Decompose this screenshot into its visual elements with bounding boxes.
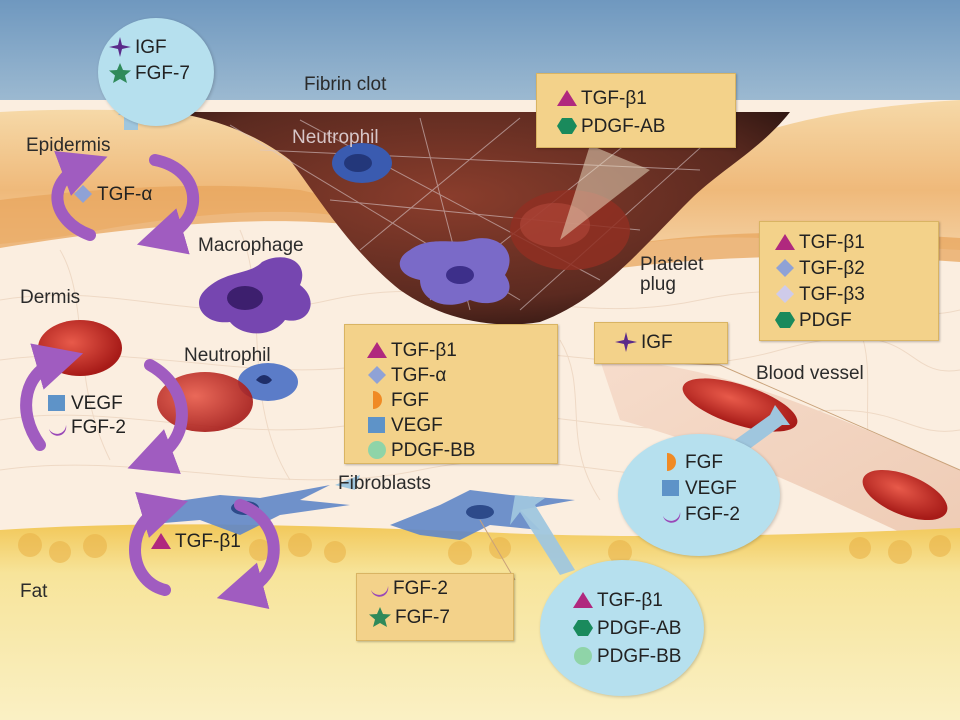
bottom-factor-circle xyxy=(540,560,704,696)
purple-star-icon xyxy=(108,36,132,58)
neutrophil-clot-label: Neutrophil xyxy=(292,127,379,148)
right-box-item: TGF-β3 xyxy=(774,284,865,304)
right-circle-item: VEGF xyxy=(660,478,737,498)
fibroblasts-label: Fibroblasts xyxy=(338,473,431,494)
factor-label: TGF-β1 xyxy=(581,87,647,109)
bottom-circle-item: PDGF-BB xyxy=(572,646,681,666)
factor-label: FGF-7 xyxy=(395,606,450,628)
purple-crescent-icon xyxy=(660,504,682,524)
factor-label: TGF-α xyxy=(97,183,153,205)
factor-label: IGF xyxy=(135,36,167,58)
factor-label: FGF-2 xyxy=(71,416,126,438)
fat-label: Fat xyxy=(20,581,48,602)
purple-crescent-icon xyxy=(368,578,390,598)
clot-factor-box xyxy=(536,73,736,148)
right-circle-item: FGF xyxy=(660,452,723,472)
green-hexagon-icon xyxy=(556,116,578,136)
factor-label: IGF xyxy=(641,331,673,353)
fibrin-clot-label: Fibrin clot xyxy=(304,74,387,95)
green-star-icon xyxy=(368,606,392,628)
bottom-box-item: FGF-2 xyxy=(368,578,448,598)
center-box-item: FGF xyxy=(366,390,429,410)
dermis-label: Dermis xyxy=(20,287,81,308)
magenta-triangle-icon xyxy=(150,531,172,551)
right-box-item: TGF-β2 xyxy=(774,258,865,278)
factor-label: PDGF-BB xyxy=(391,439,476,461)
clot-box-item: TGF-β1 xyxy=(556,88,647,108)
factor-label: TGF-β3 xyxy=(799,283,865,305)
bottom-circle-item: PDGF-AB xyxy=(572,618,681,638)
factor-label: TGF-α xyxy=(391,364,447,386)
magenta-triangle-icon xyxy=(556,88,578,108)
top-left-circle-item: FGF-7 xyxy=(108,62,190,84)
right-box-item: PDGF xyxy=(774,310,852,330)
blue-square-icon xyxy=(660,478,682,498)
factor-label: TGF-β1 xyxy=(175,530,241,552)
factor-label: FGF-2 xyxy=(393,577,448,599)
factor-label: FGF-7 xyxy=(135,62,190,84)
orange-half-circle-icon xyxy=(660,452,682,472)
factor-label: TGF-β1 xyxy=(391,339,457,361)
center-box-item: VEGF xyxy=(366,415,443,435)
platelet-plug-label: Platelet plug xyxy=(640,254,704,295)
factor-label: FGF-2 xyxy=(685,503,740,525)
light-green-circle-icon xyxy=(366,440,388,460)
green-hexagon-icon xyxy=(774,310,796,330)
right-circle-item: FGF-2 xyxy=(660,504,740,524)
bottom-circle-item: TGF-β1 xyxy=(572,590,663,610)
light-green-circle-icon xyxy=(572,646,594,666)
blue-diamond-icon xyxy=(366,365,388,385)
top-left-circle-item: IGF xyxy=(108,36,167,58)
magenta-triangle-icon xyxy=(774,232,796,252)
macrophage-label: Macrophage xyxy=(198,235,304,256)
center-box-item: TGF-α xyxy=(366,365,446,385)
igf-box xyxy=(594,322,728,364)
green-star-icon xyxy=(108,62,132,84)
neutrophil-dermis-label: Neutrophil xyxy=(184,345,271,366)
orange-half-circle-icon xyxy=(366,390,388,410)
blue-square-icon xyxy=(46,393,68,413)
fat-cycle-item: TGF-β1 xyxy=(150,531,241,551)
blood-vessel-label: Blood vessel xyxy=(756,363,864,384)
factor-label: FGF xyxy=(685,451,723,473)
center-box-item: PDGF-BB xyxy=(366,440,475,460)
center-box-item: TGF-β1 xyxy=(366,340,457,360)
blue-square-icon xyxy=(366,415,388,435)
lavender-diamond-icon xyxy=(774,284,796,304)
magenta-triangle-icon xyxy=(366,340,388,360)
green-hexagon-icon xyxy=(572,618,594,638)
factor-label: VEGF xyxy=(71,392,123,414)
right-box-item: TGF-β1 xyxy=(774,232,865,252)
bottom-factor-box xyxy=(356,573,514,641)
purple-star-icon xyxy=(614,331,638,353)
igf-box-item: IGF xyxy=(614,331,673,353)
vessel-factor-circle xyxy=(618,434,780,556)
purple-crescent-icon xyxy=(46,417,68,437)
dermis-cycle-item: FGF-2 xyxy=(46,417,126,437)
factor-label: FGF xyxy=(391,389,429,411)
factor-label: PDGF-AB xyxy=(597,617,682,639)
blue-diamond-icon xyxy=(72,184,94,204)
factor-label: PDGF-AB xyxy=(581,115,666,137)
clot-box-item: PDGF-AB xyxy=(556,116,665,136)
factor-label: VEGF xyxy=(391,414,443,436)
epidermis-cycle-item: TGF-α xyxy=(72,184,152,204)
blue-diamond-icon xyxy=(774,258,796,278)
dermis-cycle-item: VEGF xyxy=(46,393,123,413)
factor-label: TGF-β1 xyxy=(597,589,663,611)
factor-label: PDGF xyxy=(799,309,852,331)
factor-label: PDGF-BB xyxy=(597,645,682,667)
magenta-triangle-icon xyxy=(572,590,594,610)
factor-label: TGF-β2 xyxy=(799,257,865,279)
bottom-box-item: FGF-7 xyxy=(368,606,450,628)
factor-label: VEGF xyxy=(685,477,737,499)
epidermis-label: Epidermis xyxy=(26,135,111,156)
factor-label: TGF-β1 xyxy=(799,231,865,253)
